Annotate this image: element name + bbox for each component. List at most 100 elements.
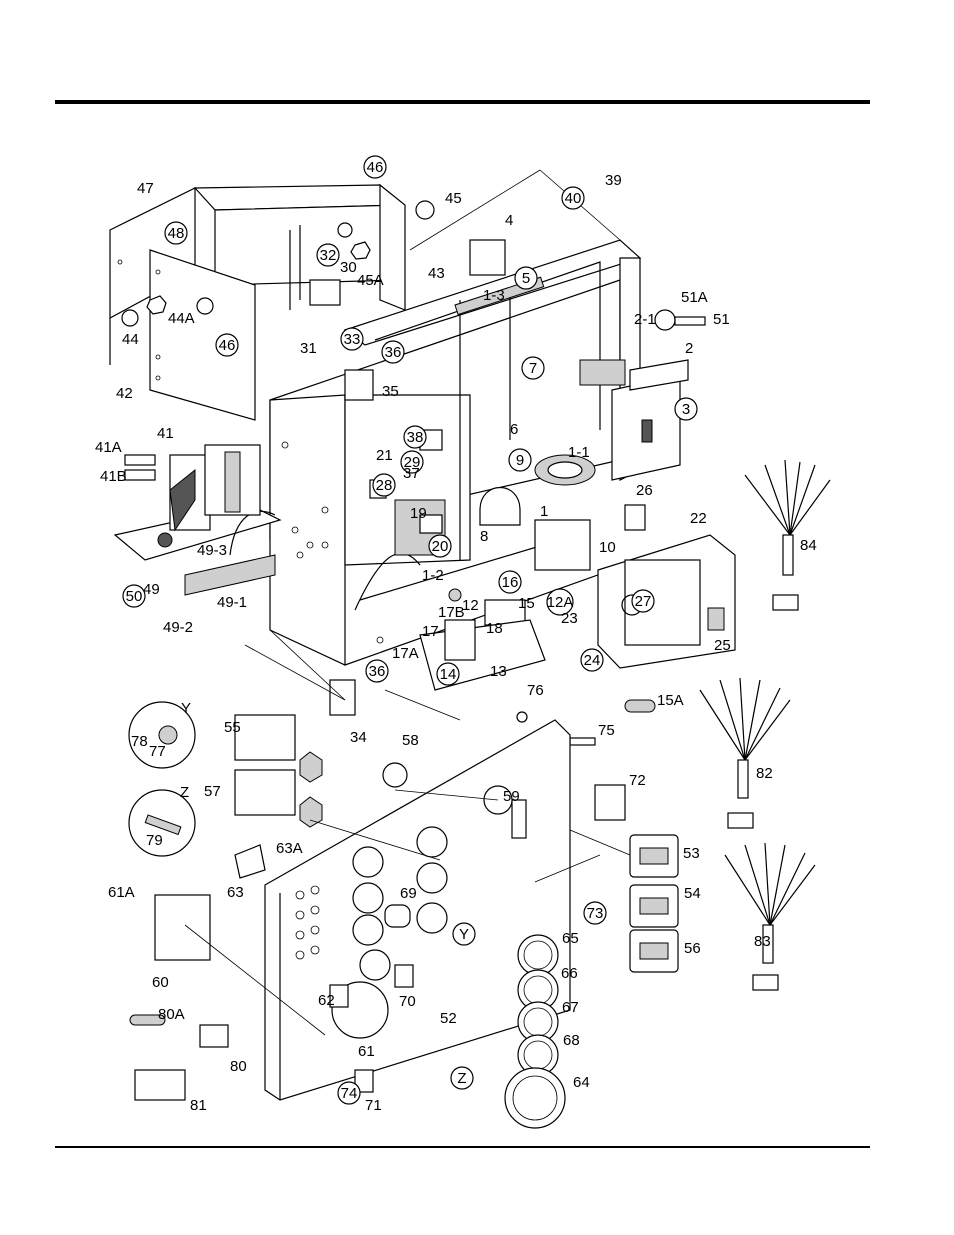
callout-label: 79 [146,832,163,849]
callout-label: 41B [100,468,127,485]
callout-circle [508,448,532,472]
callout-label: 17B [438,604,465,621]
callout-label: 63A [276,840,303,857]
callout-label: 70 [399,993,416,1010]
callout-label: 83 [754,933,771,950]
callout-label: 46 [219,337,236,354]
callout-label: 72 [629,772,646,789]
callout-label: 9 [516,452,524,469]
callout-label: 80 [230,1058,247,1075]
callout-label: 15 [518,595,535,612]
callout-label: 32 [320,247,337,264]
callout-label: 6 [510,421,518,438]
callout-label: 53 [683,845,700,862]
callout-circle [372,473,396,497]
callout-label: 4 [505,212,513,229]
callout-circle [521,356,545,380]
callout-label: 36 [369,663,386,680]
callout-label: 46 [367,159,384,176]
callout-label: 63 [227,884,244,901]
callout-label: 54 [684,885,701,902]
callout-circle [337,1081,361,1105]
callout-label: 25 [714,637,731,654]
callout-label: 55 [224,719,241,736]
rotary-switch [124,444,261,548]
panel-meters [629,834,679,973]
callout-circle [164,221,188,245]
callout-label: 39 [605,172,622,189]
callout-label: 1-2 [422,567,444,584]
callout-label: 45 [445,190,462,207]
panel-gauges [504,934,566,1129]
callout-label: 49-1 [217,594,247,611]
callout-label: 20 [432,538,449,555]
callout-label: 82 [756,765,773,782]
callout-label: 71 [365,1097,382,1114]
callout-label: 34 [350,729,367,746]
callout-circle [546,588,574,616]
callout-label: 81 [190,1097,207,1114]
callout-label: 51A [681,289,708,306]
leader-lines [184,169,631,1036]
callout-label: 37 [403,465,420,482]
callout-label: 49-3 [197,542,227,559]
callout-label: 12A [547,594,574,611]
callout-label: 80A [158,1006,185,1023]
callout-label: 33 [344,331,361,348]
callout-label: 22 [690,510,707,527]
callout-circle [215,333,239,357]
callout-circle [498,570,522,594]
callout-label: 1-3 [483,287,505,304]
rear-cover-panel [109,184,402,421]
callout-circle [428,534,452,558]
callout-label: 42 [116,385,133,402]
callout-label: 28 [376,477,393,494]
callout-label: 67 [562,999,579,1016]
callout-circle [316,243,340,267]
callout-label: 41A [95,439,122,456]
callout-label: 31 [300,340,317,357]
callout-label: 2-1 [634,311,656,328]
callout-label: 7 [529,360,537,377]
callout-label: 26 [636,482,653,499]
callout-label: 74 [341,1085,358,1102]
callout-circle [381,340,405,364]
callout-label: 68 [563,1032,580,1049]
callout-label: 60 [152,974,169,991]
callout-label: 78 [131,733,148,750]
callout-circle [403,425,427,449]
callout-label: 40 [565,190,582,207]
callout-label: 57 [204,783,221,800]
circuit-breaker [611,359,689,481]
callout-label: 51 [713,311,730,328]
callout-circle [514,266,538,290]
callout-label: 16 [502,574,519,591]
hardware-fasteners [121,200,706,746]
callout-circle [583,901,607,925]
callout-label: 2 [685,340,693,357]
callout-label: 17A [392,645,419,662]
callout-label: 62 [318,992,335,1009]
callout-circle [561,186,585,210]
callout-label: 56 [684,940,701,957]
callout-label: 64 [573,1074,590,1091]
callout-label: Y [459,926,469,943]
wire-harness-84 [744,459,831,611]
callout-label: Y [181,700,191,717]
callout-label: 43 [428,265,445,282]
callout-label: 8 [480,528,488,545]
callout-label: 13 [490,663,507,680]
callout-label: 12 [462,597,479,614]
callout-label: 44A [168,310,195,327]
callout-label: 17 [422,623,439,640]
callout-label: 49-2 [163,619,193,636]
callout-label: 75 [598,722,615,739]
callout-label: 21 [376,447,393,464]
callout-label: 30 [340,259,357,276]
callout-circle [363,155,387,179]
callout-label: 10 [599,539,616,556]
callout-circle [580,648,604,672]
callout-label: Z [457,1070,466,1087]
